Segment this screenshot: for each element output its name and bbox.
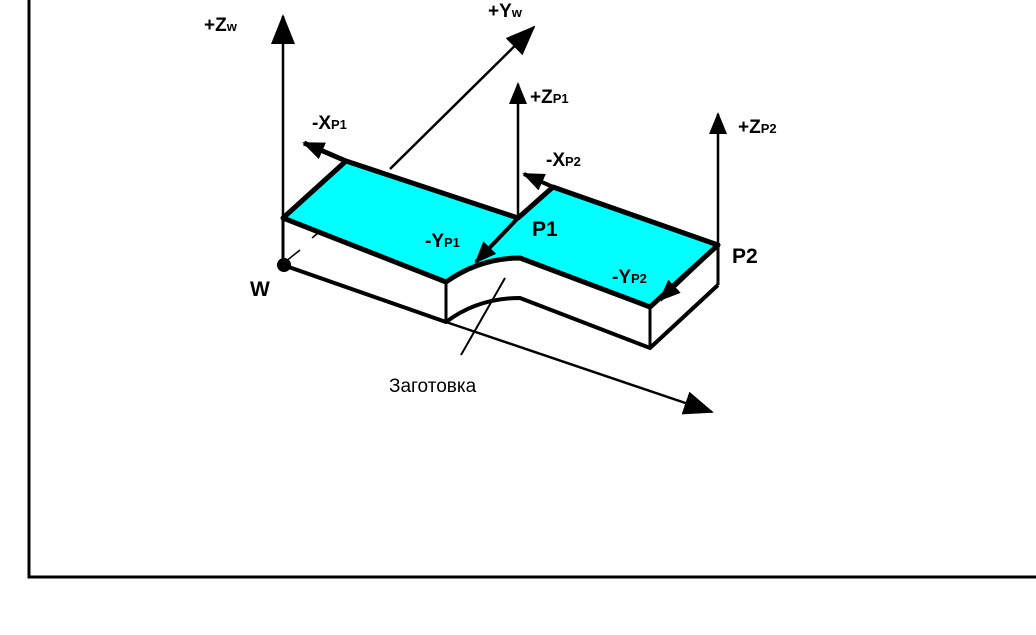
xw-axis [445, 320, 714, 415]
yp1-label: -YP1 [425, 231, 460, 252]
zw-label: +Zw [204, 15, 238, 36]
p1-label: P1 [532, 218, 558, 241]
yp2-axis [658, 243, 720, 302]
w-label: W [250, 278, 270, 301]
yp1-axis [474, 216, 520, 264]
xp2-label: -XP2 [546, 150, 581, 171]
yw-label: +Yw [488, 1, 523, 22]
workpiece-label: Заготовка [389, 376, 477, 397]
workpiece-leader-line [460, 277, 506, 356]
xp2-axis [522, 172, 554, 191]
zp2-label: +ZP2 [738, 117, 777, 138]
hidden-line [311, 232, 319, 239]
p2-label: P2 [732, 245, 758, 268]
origin-w-point [277, 258, 291, 272]
frame-border [27, 0, 1036, 579]
yw-axis [389, 25, 536, 170]
zp1-label: +ZP1 [530, 87, 569, 108]
yp2-label: -YP2 [612, 267, 647, 288]
xp1-axis [302, 140, 347, 164]
workpiece-bottom-edges [282, 263, 720, 350]
xp1-label: -XP1 [312, 113, 347, 134]
